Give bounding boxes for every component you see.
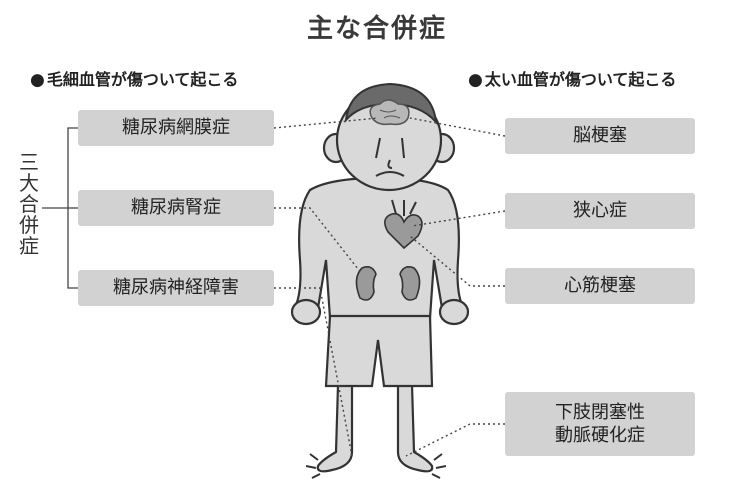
complication-peripheral-arterial-disease: 下肢閉塞性 動脈硬化症 — [505, 392, 695, 456]
complication-angina: 狭心症 — [505, 193, 695, 229]
heart-icon — [384, 199, 423, 250]
group-bracket — [42, 127, 78, 289]
right-hand — [438, 298, 470, 326]
three-major-complications-label: 三 大 合 併 症 — [19, 150, 39, 258]
peripheral-line-2: 動脈硬化症 — [555, 425, 645, 446]
complication-diabetic-nephropathy: 糖尿病腎症 — [78, 190, 274, 226]
left-kidney-icon — [355, 266, 377, 301]
right-leg — [396, 383, 434, 473]
bullet-icon: ● — [30, 70, 45, 90]
left-leg — [316, 383, 354, 473]
connector-lines — [273, 117, 506, 457]
heading-large-vessel-text: 太い血管が傷ついて起こる — [484, 70, 677, 89]
torso — [294, 176, 464, 320]
foot-pain-marks — [305, 453, 447, 479]
peripheral-line-1: 下肢閉塞性 — [555, 401, 645, 423]
left-hand — [290, 298, 322, 326]
complication-cerebral-infarction: 脳梗塞 — [505, 118, 695, 154]
person-figure — [290, 88, 470, 473]
brain-icon — [369, 99, 410, 126]
heading-capillary: ●毛細血管が傷ついて起こる — [30, 66, 238, 90]
complication-diabetic-retinopathy: 糖尿病網膜症 — [78, 110, 274, 146]
complication-myocardial-infarction: 心筋梗塞 — [505, 268, 695, 304]
heading-large-vessel: ●太い血管が傷ついて起こる — [468, 66, 676, 90]
complication-diabetic-neuropathy: 糖尿病神経障害 — [78, 270, 274, 306]
face — [375, 137, 405, 177]
right-kidney-icon — [399, 266, 421, 301]
shorts — [324, 314, 434, 388]
bullet-icon: ● — [468, 70, 483, 90]
page-title: 主な合併症 — [306, 14, 447, 44]
heading-capillary-text: 毛細血管が傷ついて起こる — [46, 70, 239, 89]
